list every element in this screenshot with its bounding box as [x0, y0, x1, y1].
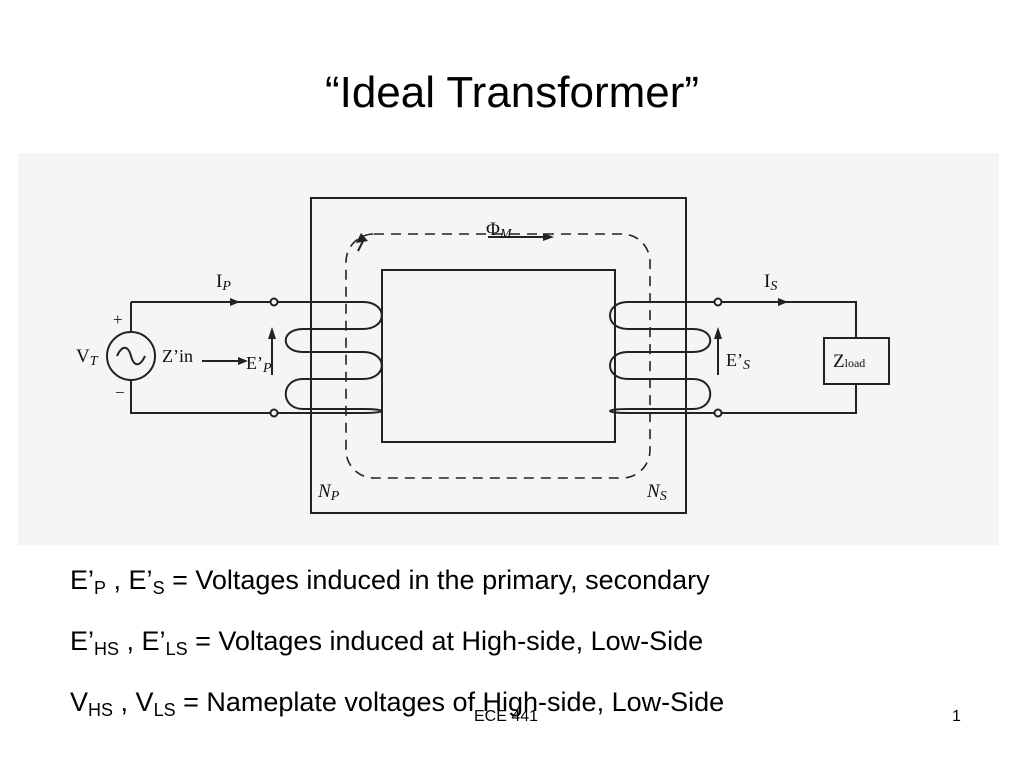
plus-label: + [113, 310, 123, 329]
footer-course: ECE 441 [474, 708, 539, 725]
ep-label: E’P [246, 353, 272, 376]
flux-path [345, 233, 651, 479]
slide-number: 1 [952, 708, 961, 725]
definition-line-3: VHS , VLS = Nameplate voltages of High-s… [70, 687, 725, 720]
secondary-winding [609, 301, 716, 414]
np-label: NP [317, 481, 340, 504]
minus-label: − [115, 383, 125, 402]
definition-line-1: E’P , E’S = Voltages induced in the prim… [70, 565, 710, 598]
es-label: E’S [726, 350, 750, 373]
core-outer [310, 197, 687, 514]
vt-label: VT [76, 346, 99, 369]
is-label: IS [764, 271, 777, 294]
ac-wave [116, 346, 146, 366]
primary-top-wire [130, 301, 276, 414]
core-inner [381, 269, 616, 443]
zin-label: Z’in [162, 346, 193, 366]
flux-label: ΦM [486, 219, 513, 242]
slide-title: “Ideal Transformer” [324, 68, 700, 117]
ip-label: IP [216, 271, 231, 294]
ac-source [106, 331, 156, 381]
ns-label: NS [646, 481, 667, 504]
transformer-diagram: ΦM IP IS VT + − Z’in E’P E’S Zload NP NS [18, 153, 999, 545]
secondary-wire [716, 301, 857, 414]
zload-label: Zload [833, 351, 865, 372]
definition-line-2: E’HS , E’LS = Voltages induced at High-s… [70, 626, 704, 659]
zload-box [823, 337, 890, 385]
primary-winding [276, 301, 383, 414]
